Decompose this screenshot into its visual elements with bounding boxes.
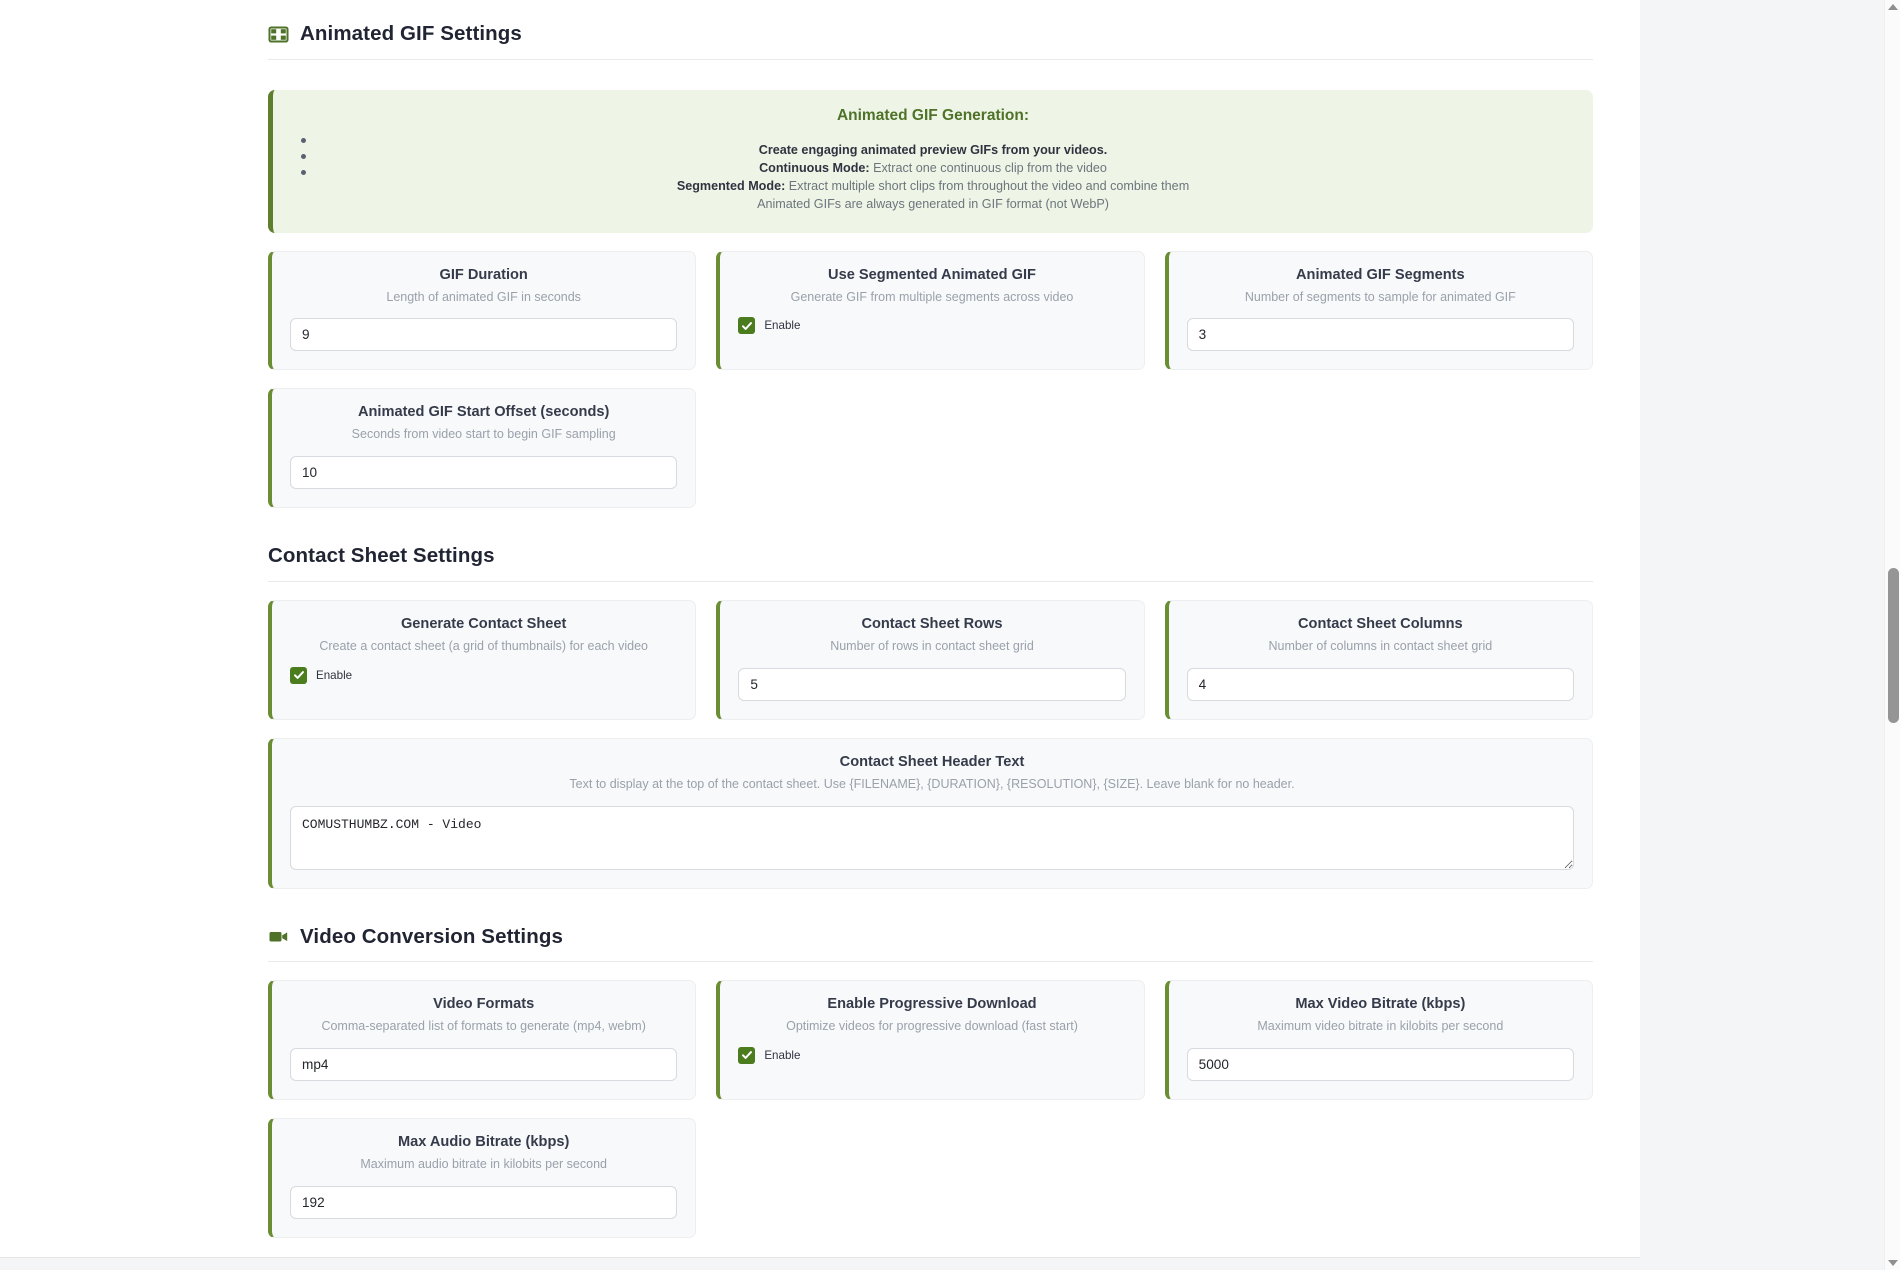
film-grid-icon: [268, 24, 289, 45]
checkbox-label: Enable: [764, 1048, 801, 1062]
banner-line-3-text: Extract multiple short clips from throug…: [785, 178, 1190, 193]
bullet-marker: [301, 153, 306, 159]
contact-sheet-header-text-textarea[interactable]: [290, 805, 1574, 870]
setting-card-contact-sheet-columns: Contact Sheet Columns Number of columns …: [1164, 599, 1593, 720]
max-audio-bitrate-input[interactable]: [290, 1185, 678, 1219]
max-video-bitrate-input[interactable]: [1186, 1047, 1574, 1081]
video-conversion-settings-grid: Video Formats Comma-separated list of fo…: [268, 980, 1593, 1238]
card-title: Contact Sheet Columns: [1298, 615, 1463, 632]
settings-column: Animated GIF Settings Animated GIF Gener…: [268, 0, 1593, 1238]
checkbox-label: Enable: [764, 319, 801, 333]
section-spacer: [268, 889, 1593, 903]
card-title: Max Video Bitrate (kbps): [1295, 996, 1466, 1013]
gif-start-offset-input[interactable]: [290, 456, 678, 490]
card-description: Maximum video bitrate in kilobits per se…: [1257, 1019, 1504, 1034]
progressive-download-checkbox-row[interactable]: Enable: [738, 1046, 1125, 1064]
setting-card-max-audio-bitrate: Max Audio Bitrate (kbps) Maximum audio b…: [268, 1117, 697, 1238]
generate-contact-sheet-checkbox-row[interactable]: Enable: [290, 666, 677, 684]
card-title: Animated GIF Start Offset (seconds): [357, 404, 610, 421]
card-description: Comma-separated list of formats to gener…: [321, 1019, 646, 1034]
card-description: Number of columns in contact sheet grid: [1268, 638, 1493, 653]
section-header-video-conversion: Video Conversion Settings: [268, 903, 1593, 963]
bullet-marker: [301, 169, 306, 175]
video-formats-input[interactable]: [290, 1047, 678, 1081]
setting-card-gif-duration: GIF Duration Length of animated GIF in s…: [268, 250, 697, 371]
banner-bullet-markers: [301, 137, 306, 186]
card-title: GIF Duration: [439, 266, 528, 283]
gif-duration-input[interactable]: [290, 318, 678, 352]
checkbox-checked-icon[interactable]: [738, 317, 756, 335]
scroll-down-arrow[interactable]: [1885, 1256, 1900, 1270]
animated-gif-settings-grid: GIF Duration Length of animated GIF in s…: [268, 250, 1593, 509]
settings-page-content: Animated GIF Settings Animated GIF Gener…: [0, 0, 1640, 1258]
checkbox-label: Enable: [316, 668, 353, 682]
card-title: Video Formats: [433, 996, 535, 1013]
section-header-animated-gif: Animated GIF Settings: [268, 0, 1593, 60]
setting-card-max-video-bitrate: Max Video Bitrate (kbps) Maximum video b…: [1164, 980, 1593, 1100]
bullet-marker: [301, 137, 306, 143]
setting-card-use-segmented-gif: Use Segmented Animated GIF Generate GIF …: [716, 250, 1145, 371]
setting-card-generate-contact-sheet: Generate Contact Sheet Create a contact …: [268, 599, 697, 720]
animated-gif-segments-input[interactable]: [1186, 318, 1574, 352]
scrollbar-thumb[interactable]: [1888, 568, 1899, 723]
checkbox-checked-icon[interactable]: [290, 666, 307, 684]
banner-line-2-text: Extract one continuous clip from the vid…: [869, 160, 1107, 175]
card-description: Number of segments to sample for animate…: [1244, 289, 1516, 304]
scroll-up-arrow[interactable]: [1885, 0, 1900, 14]
card-title: Contact Sheet Rows: [861, 615, 1003, 632]
checkbox-checked-icon[interactable]: [738, 1046, 756, 1064]
contact-sheet-columns-input[interactable]: [1186, 667, 1574, 701]
banner-lines: Create engaging animated preview GIFs fr…: [297, 142, 1569, 214]
banner-line-2-label: Continuous Mode:: [759, 160, 870, 175]
card-description: Maximum audio bitrate in kilobits per se…: [360, 1156, 607, 1171]
setting-card-animated-gif-segments: Animated GIF Segments Number of segments…: [1164, 250, 1593, 371]
card-description: Length of animated GIF in seconds: [386, 289, 581, 304]
video-camera-icon: [268, 926, 289, 947]
banner-line-2: Continuous Mode: Extract one continuous …: [297, 160, 1569, 178]
card-title: Generate Contact Sheet: [400, 615, 567, 632]
contact-sheet-settings-grid: Generate Contact Sheet Create a contact …: [268, 599, 1593, 889]
section-header-contact-sheet: Contact Sheet Settings: [268, 522, 1593, 582]
use-segmented-gif-checkbox-row[interactable]: Enable: [738, 317, 1125, 335]
setting-card-gif-start-offset: Animated GIF Start Offset (seconds) Seco…: [268, 388, 697, 509]
card-description: Generate GIF from multiple segments acro…: [790, 289, 1074, 304]
contact-sheet-rows-input[interactable]: [738, 667, 1126, 701]
banner-title: Animated GIF Generation:: [836, 106, 1030, 124]
animated-gif-info-banner: Animated GIF Generation: Create engaging…: [268, 89, 1593, 233]
section-spacer: [268, 508, 1593, 522]
card-description: Text to display at the top of the contac…: [569, 776, 1295, 791]
banner-line-4: Animated GIFs are always generated in GI…: [757, 196, 1109, 211]
section-title: Animated GIF Settings: [300, 22, 522, 45]
section-title: Contact Sheet Settings: [268, 544, 495, 568]
card-description: Number of rows in contact sheet grid: [830, 638, 1034, 653]
setting-card-video-formats: Video Formats Comma-separated list of fo…: [268, 980, 697, 1100]
chevron-up-icon: [1888, 4, 1898, 10]
setting-card-contact-sheet-header-text: Contact Sheet Header Text Text to displa…: [268, 737, 1593, 889]
card-title: Contact Sheet Header Text: [839, 753, 1025, 770]
chevron-down-icon: [1888, 1260, 1898, 1266]
card-title: Enable Progressive Download: [827, 996, 1037, 1013]
banner-line-3-label: Segmented Mode:: [676, 178, 786, 193]
setting-card-contact-sheet-rows: Contact Sheet Rows Number of rows in con…: [716, 599, 1145, 720]
card-title: Use Segmented Animated GIF: [828, 266, 1036, 283]
banner-line-1: Create engaging animated preview GIFs fr…: [758, 142, 1108, 157]
setting-card-progressive-download: Enable Progressive Download Optimize vid…: [716, 980, 1145, 1100]
card-title: Max Audio Bitrate (kbps): [397, 1133, 570, 1150]
card-description: Seconds from video start to begin GIF sa…: [351, 427, 616, 442]
card-description: Create a contact sheet (a grid of thumbn…: [319, 638, 648, 653]
page-scrollbar[interactable]: [1884, 0, 1900, 1270]
card-description: Optimize videos for progressive download…: [786, 1019, 1078, 1034]
card-title: Animated GIF Segments: [1295, 266, 1465, 283]
section-title: Video Conversion Settings: [300, 924, 563, 948]
banner-line-3: Segmented Mode: Extract multiple short c…: [297, 178, 1569, 196]
